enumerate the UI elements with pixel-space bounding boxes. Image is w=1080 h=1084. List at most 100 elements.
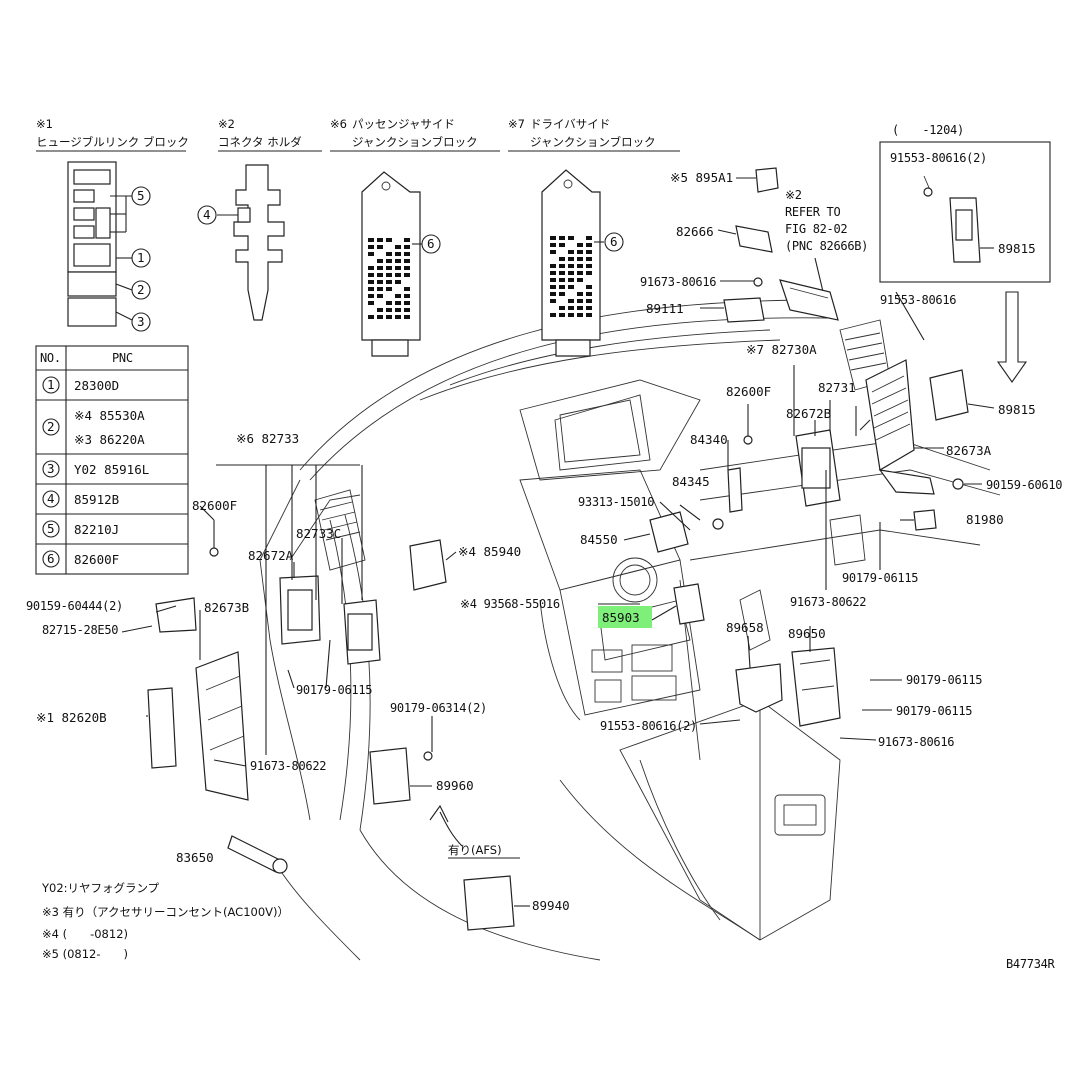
part-82600F-right [743,404,753,445]
label-82733C: 82733C [296,526,341,541]
label-91673-80616a: 91673-80616 [640,275,716,289]
table-row: 6 82600F [42,550,119,568]
circle-ref-6a: 6 [421,234,441,254]
label-93313-15010: 93313-15010 [578,495,654,509]
part-82600F-left [209,520,219,557]
part-84550 [649,511,689,553]
part-82730A-block [793,365,841,507]
label-90179-06115d: 90179-06115 [896,704,972,718]
label-84550: 84550 [580,532,618,547]
label-90179-06314: 90179-06314(2) [390,701,487,715]
table-cell-no: 6 [47,551,55,566]
svg-text:パッセンジャサイド: パッセンジャサイド [352,117,455,131]
label-82715-28E50: 82715-28E50 [42,623,118,637]
svg-text:FIG 82-02: FIG 82-02 [785,222,847,236]
figure-id: B47734R [1006,957,1056,971]
svg-text:ジャンクションブロック: ジャンクションブロック [352,135,478,149]
passenger-junction-block-drawing [361,171,422,357]
fusible-link-block-drawing [67,161,133,327]
part-89960 [369,747,433,805]
circle-ref-3: 3 [131,312,151,332]
part-895A1 [736,167,779,193]
part-84345 [712,467,743,530]
table-cell-pnc: Y02 85916L [74,462,149,477]
label-82600F-right: 82600F [726,384,771,399]
svg-text:ヒュージブルリンク ブロック: ヒュージブルリンク ブロック [36,135,189,149]
label-82600F-left: 82600F [192,498,237,513]
table-cell-no: 4 [47,491,55,506]
label-91673-80616b: 91673-80616 [878,735,954,749]
label-82673A: 82673A [946,443,992,458]
part-89111 [700,277,765,323]
note-5: ※5 (0812- ) [42,947,128,961]
table-cell-pnc: 82600F [74,552,119,567]
circle-ref-4: 4 [197,205,217,225]
footnotes: Y02:リヤフォグランプ ※3 有り（アクセサリーコンセント(AC100V)） … [41,881,289,961]
part-89658 [735,635,783,713]
label-82730A: ※7 82730A [746,342,817,357]
label-91673-80622b: 91673-80622 [790,595,866,609]
part-82672A-box [279,575,321,645]
part-82715-clip [155,597,197,633]
svg-text:3: 3 [137,314,145,329]
label-82733: ※6 82733 [236,431,299,446]
label-91673-80622a: 91673-80622 [250,759,326,773]
svg-text:※2: ※2 [218,117,235,131]
dashboard-outline [259,299,1001,961]
table-row: 2※4 85530A※3 86220A [42,408,145,447]
svg-text:6: 6 [427,236,435,251]
part-90159-60610 [952,478,964,490]
label-81980: 81980 [966,512,1004,527]
label-82666: 82666 [676,224,714,239]
svg-text:ドライバサイド: ドライバサイド [530,117,610,131]
table-row: 4 85912B [42,490,119,508]
note-4: ※4 ( -0812) [42,927,128,941]
label-82620B: ※1 82620B [36,710,107,725]
label-83650: 83650 [176,850,214,865]
svg-text:1: 1 [137,250,145,265]
table-cell-no: 1 [47,377,55,392]
label-90179-06115b: 90179-06115 [296,683,372,697]
label-89815b: 89815 [998,402,1036,417]
note-y02: Y02:リヤフォグランプ [41,881,160,895]
highlight-85903 [598,606,652,628]
label-90179-06115a: 90179-06115 [842,571,918,585]
part-82673B [195,651,249,801]
circle-ref-6b: 6 [604,232,624,252]
svg-text:(PNC 82666B): (PNC 82666B) [785,239,868,253]
svg-text:※1: ※1 [36,117,53,131]
label-89960: 89960 [436,778,474,793]
table-cell-no: 3 [47,461,55,476]
part-82673A [865,359,940,495]
label-90159-60610: 90159-60610 [986,478,1062,492]
table-cell-pnc: 85912B [74,492,119,507]
table-cell-no: 5 [47,521,55,536]
svg-text:89815: 89815 [998,241,1036,256]
block2-title: ※2 コネクタ ホルダ [218,117,322,152]
label-93568-55016: ※4 93568-55016 [460,597,560,611]
svg-text:2: 2 [137,282,145,297]
svg-text:※7: ※7 [508,117,525,131]
svg-text:※6: ※6 [330,117,347,131]
part-85940 [409,539,447,591]
part-85903 [673,583,705,625]
connector-holder-drawing [217,164,285,321]
afs-arrow [429,804,463,847]
note-3: ※3 有り（アクセサリーコンセント(AC100V)） [42,905,289,919]
circle-ref-5: 5 [131,186,151,206]
part-labels: ※5 895A1 82666 91673-80616 89111 91553-8… [26,170,1063,913]
part-81980 [913,509,937,531]
svg-text:5: 5 [137,188,145,203]
driver-junction-block-drawing [541,169,604,357]
label-85940: ※4 85940 [458,544,521,559]
table-header-no: NO. [40,351,61,365]
label-82731: 82731 [818,380,856,395]
label-85903-highlighted[interactable]: 85903 [602,610,640,625]
part-83650 [227,835,288,874]
table-row: 3 Y02 85916L [42,460,149,478]
label-82672A: 82672A [248,548,294,563]
part-82666B-bracket [779,279,839,321]
leader-lines [121,291,982,767]
